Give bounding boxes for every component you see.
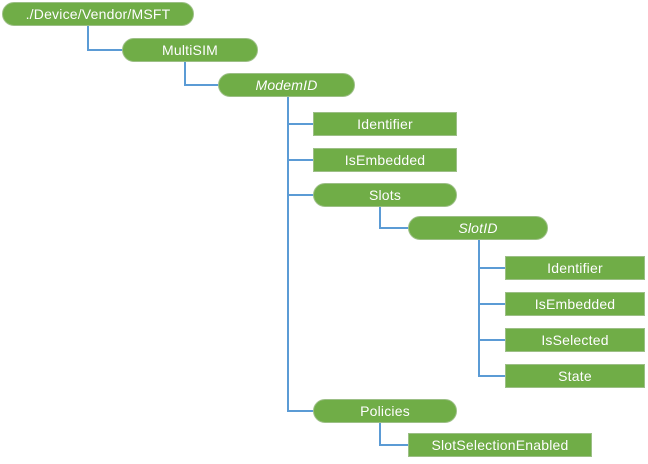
connector-modemid-to-policies (287, 96, 314, 412)
connector-root-to-multisim (87, 25, 123, 51)
tree-node-multisim[interactable]: MultiSIM (122, 38, 258, 62)
tree-node-root[interactable]: ./Device/Vendor/MSFT (2, 2, 194, 26)
tree-node-label: IsEmbedded (344, 151, 426, 168)
tree-node-label: ModemID (255, 76, 318, 93)
connector-policies-to-slotselectionenabled (379, 422, 409, 446)
connector-slotid-to-slot-state (478, 239, 506, 377)
connector-modemid-to-slots (287, 96, 314, 196)
tree-node-label: MultiSIM (161, 41, 219, 58)
tree-node-slotselectionenabled[interactable]: SlotSelectionEnabled (408, 433, 592, 457)
tree-node-label: Identifier (547, 259, 603, 276)
connector-slotid-to-slot-identifier (478, 239, 506, 269)
tree-node-label: State (558, 367, 592, 384)
tree-node-label: IsSelected (541, 331, 609, 348)
tree-node-label: Identifier (357, 115, 413, 132)
tree-node-modem-isembedded[interactable]: IsEmbedded (313, 148, 457, 172)
connector-slotid-to-slot-isselected (478, 239, 506, 341)
tree-node-label: Slots (368, 186, 402, 203)
connector-modemid-to-modem-identifier (287, 96, 314, 125)
tree-node-slotid[interactable]: SlotID (408, 216, 548, 240)
tree-node-slot-identifier[interactable]: Identifier (505, 256, 645, 280)
tree-node-label: Policies (360, 402, 410, 419)
tree-node-modem-identifier[interactable]: Identifier (313, 112, 457, 136)
connector-multisim-to-modemid (184, 61, 219, 86)
tree-node-label: SlotID (458, 219, 498, 236)
tree-node-slot-state[interactable]: State (505, 364, 645, 388)
connector-modemid-to-modem-isembedded (287, 96, 314, 161)
tree-node-label: ./Device/Vendor/MSFT (25, 5, 171, 22)
tree-node-policies[interactable]: Policies (313, 399, 457, 423)
connector-slots-to-slotid (379, 206, 409, 229)
tree-node-slot-isselected[interactable]: IsSelected (505, 328, 645, 352)
tree-node-slots[interactable]: Slots (313, 183, 457, 207)
tree-node-label: SlotSelectionEnabled (431, 436, 569, 453)
tree-node-slot-isembedded[interactable]: IsEmbedded (505, 292, 645, 316)
tree-node-label: IsEmbedded (534, 295, 616, 312)
connector-slotid-to-slot-isembedded (478, 239, 506, 305)
tree-node-modemid[interactable]: ModemID (218, 73, 355, 97)
